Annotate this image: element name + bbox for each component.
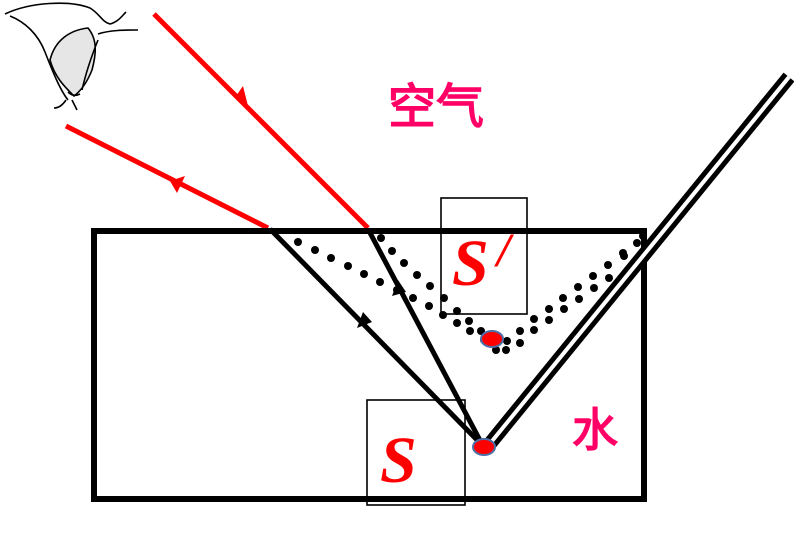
- image-prime-mark: /: [494, 224, 515, 277]
- water-ray-left: [268, 227, 485, 448]
- object-label-box: [366, 399, 466, 506]
- image-label-box: [440, 197, 528, 315]
- air-label: 空气: [388, 79, 484, 135]
- water-label: 水: [572, 403, 619, 457]
- virtual-point-S-prime: [480, 330, 504, 348]
- water-ray-right: [365, 227, 486, 448]
- image-label: S: [452, 227, 489, 300]
- air-ray-upper: [152, 12, 370, 230]
- eye-icon: [4, 2, 139, 111]
- object-label: S: [380, 424, 417, 497]
- real-point-S: [472, 438, 496, 456]
- dotted-extension-lines: [294, 232, 647, 354]
- slanted-stick: [482, 72, 794, 451]
- air-ray-lower: [64, 123, 270, 231]
